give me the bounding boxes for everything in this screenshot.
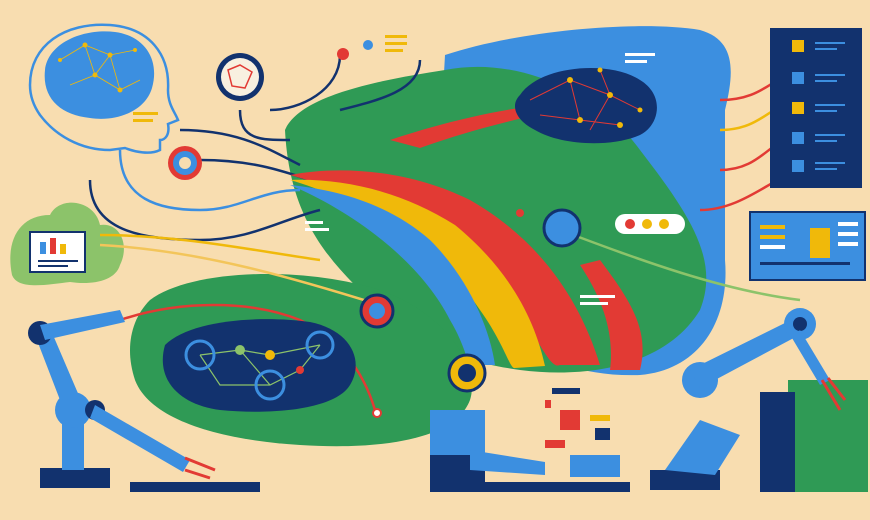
- decorative-text-lines: [133, 53, 655, 305]
- gear-icon: [168, 146, 202, 180]
- cloud-chart-icon: [29, 231, 86, 273]
- robot-arm-center-icon: [430, 388, 630, 492]
- neural-network-bottom: [162, 319, 356, 412]
- dashboard-panel-icon: [749, 211, 866, 281]
- neural-network-top: [515, 67, 657, 144]
- hub-nodes: [359, 208, 582, 418]
- robot-arm-right-icon: [650, 308, 847, 490]
- green-tower-front: [760, 392, 795, 492]
- server-rack-icon: [770, 28, 862, 188]
- toggle-pill-icon: [615, 214, 685, 234]
- robot-arm-left-icon: [28, 310, 260, 492]
- head-profile-icon: [28, 23, 180, 154]
- top-nodes: [337, 35, 407, 60]
- green-tower: [788, 380, 868, 492]
- data-stream-ribbons: [290, 105, 643, 370]
- network-badge-icon: [216, 53, 264, 101]
